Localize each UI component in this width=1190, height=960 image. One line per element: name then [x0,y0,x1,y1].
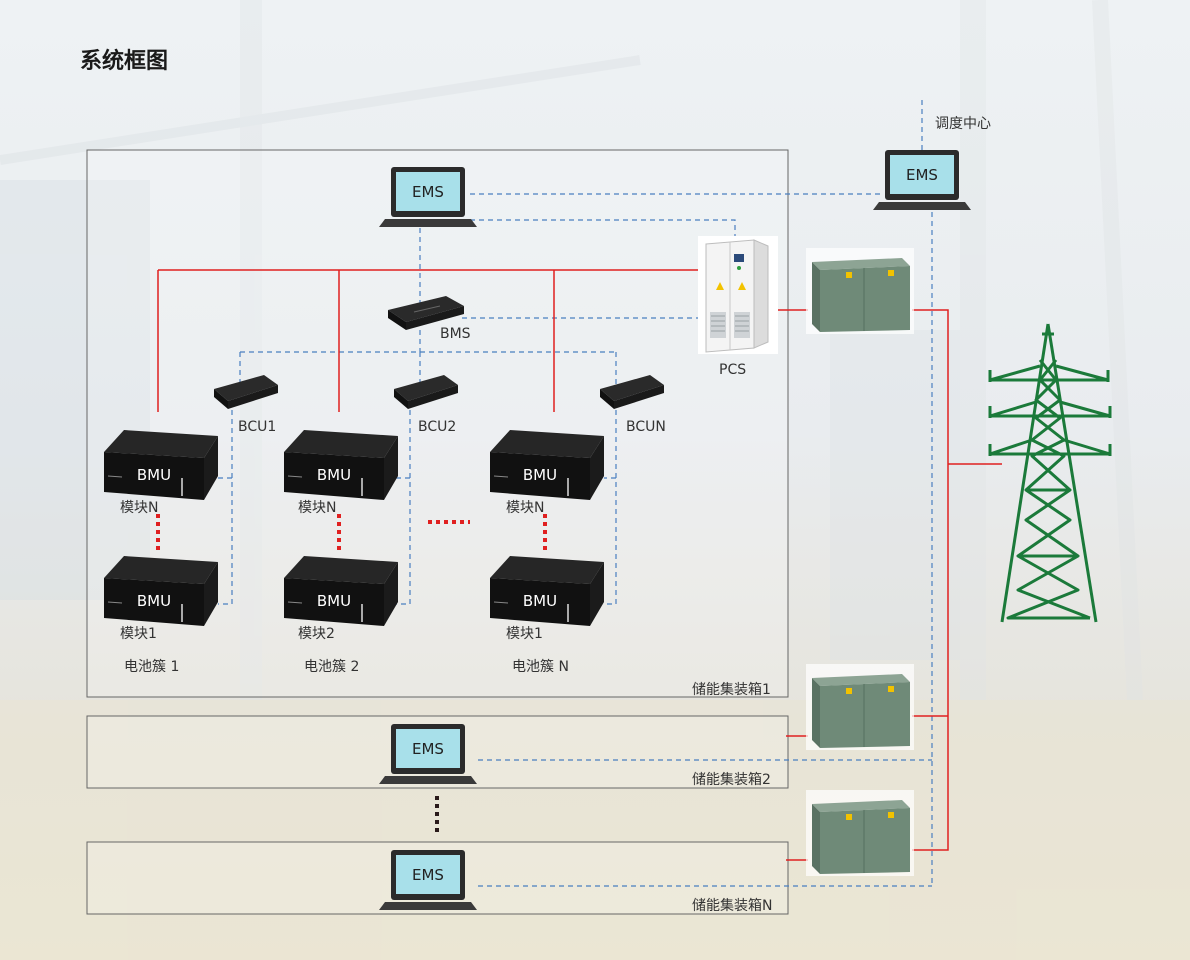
bms-device [388,296,464,330]
transformer-body [820,682,910,748]
bmu-module: BMU [284,430,398,500]
bmu-port [493,475,509,478]
cluster-n-bottom-module-label: 模块1 [506,626,543,642]
pcs-cabinet [698,236,778,354]
bcu-2-label: BCU2 [418,419,456,435]
bmu-port [287,601,303,604]
bms-label: BMS [440,326,471,342]
bmu-top-face [490,430,604,458]
communication-lines [218,100,933,887]
bmu-label: BMU [137,466,171,484]
bcu-n-label: BCUN [626,419,666,435]
container-n-label: 储能集装箱N [692,897,772,914]
laptop-screen [396,172,460,211]
bmu-label: BMU [523,592,557,610]
pcs-label: PCS [719,362,746,378]
cluster-n-top-module-label: 模块N [506,500,544,516]
bmu-label: BMU [523,466,557,484]
laptop-screen [890,155,954,194]
bmu-port [107,475,123,478]
transformer-roof [812,674,910,686]
transformer-warning-sign [846,814,852,820]
transformer-warning-sign [888,270,894,276]
transformer-warning-sign [888,812,894,818]
bmu-front-face [284,452,384,500]
ems-laptop-container-2: EMS [379,724,477,784]
transformer-side [812,262,820,332]
dispatch-center-label: 调度中心 [935,116,991,132]
bmu-top-face [104,430,218,458]
laptop-base [379,776,477,784]
bmu-top-face [104,556,218,584]
ems-label: EMS [412,866,444,884]
bmu-front-face [490,578,590,626]
bmu-module: BMU [284,556,398,626]
ems-laptop-container-n: EMS [379,850,477,910]
bmu-module: BMU [490,430,604,500]
container-2-label: 储能集装箱2 [692,771,771,788]
bcu-device-n [600,375,664,409]
bmu-label: BMU [137,592,171,610]
bcu-device-1 [214,375,278,409]
transformer-2 [806,664,914,750]
power-lines [157,269,1002,861]
module-stack-dots [156,514,547,552]
bmu-side-face [590,436,604,500]
ems-label: EMS [412,740,444,758]
ems-label: EMS [412,183,444,201]
transformer-3 [806,790,914,876]
bmu-label: BMU [317,592,351,610]
laptop-base [873,202,971,210]
bmu-side-face [384,562,398,626]
bmu-module: BMU [104,430,218,500]
bmu-front-face [490,452,590,500]
bmu-top-face [284,430,398,458]
cluster-1-top-module-label: 模块N [120,500,158,516]
container-1-label: 储能集装箱1 [692,681,771,698]
transformer-warning-sign [888,686,894,692]
page-title: 系统框图 [80,48,168,74]
bmu-side-face [204,436,218,500]
transformer-warning-sign [846,272,852,278]
cluster-n-label: 电池簇 N [512,659,569,675]
bmu-front-face [104,578,204,626]
laptop-screen [396,729,460,768]
transformer-side [812,804,820,874]
ems-laptop-main: EMS [379,167,477,227]
bmu-module: BMU [490,556,604,626]
bcu-1-label: BCU1 [238,419,276,435]
bmu-front-face [104,452,204,500]
transformer-body [820,808,910,874]
bmu-port [287,475,303,478]
bcu-device-2 [394,375,458,409]
laptop-screen [396,855,460,894]
transformer-1 [806,248,914,334]
transformer-roof [812,258,910,270]
bmu-port [493,601,509,604]
cluster-2-label: 电池簇 2 [304,659,359,675]
ems-laptop-dispatch: EMS [873,150,971,210]
laptop-base [379,219,477,227]
cluster-1-bottom-module-label: 模块1 [120,626,157,642]
bmu-front-face [284,578,384,626]
cluster-2-top-module-label: 模块N [298,500,336,516]
cluster-2-bottom-module-label: 模块2 [298,626,335,642]
bmu-side-face [590,562,604,626]
transformer-side [812,678,820,748]
cluster-1-label: 电池簇 1 [124,659,179,675]
ems-label: EMS [906,166,938,184]
bmu-label: BMU [317,466,351,484]
bmu-side-face [384,436,398,500]
transmission-tower-icon [988,323,1112,623]
bmu-module: BMU [104,556,218,626]
bmu-top-face [490,556,604,584]
bmu-side-face [204,562,218,626]
laptop-base [379,902,477,910]
transformer-roof [812,800,910,812]
transformer-warning-sign [846,688,852,694]
transformer-body [820,266,910,332]
bmu-top-face [284,556,398,584]
bmu-port [107,601,123,604]
